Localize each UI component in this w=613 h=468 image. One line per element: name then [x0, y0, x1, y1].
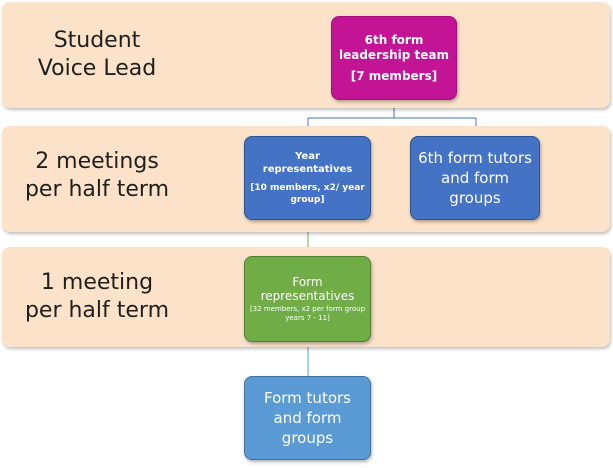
node-leadership-team[interactable]: 6th form leadership team [7 members] [331, 16, 457, 100]
node-note: [32 members, x2 per form group years 7 -… [249, 305, 366, 322]
band-label: 2 meetings per half term [2, 148, 192, 204]
band-label-line: 1 meeting [40, 270, 154, 295]
node-sixth-form-tutors[interactable]: 6th form tutors and form groups [410, 136, 540, 220]
node-title: 6th form leadership team [338, 32, 450, 62]
node-year-representatives[interactable]: Year representatives [10 members, x2/ ye… [244, 136, 371, 220]
node-form-tutors[interactable]: Form tutors and form groups [244, 376, 371, 460]
node-note: [7 members] [350, 68, 438, 83]
band-label-line: 2 meetings [35, 149, 159, 174]
node-note: [10 members, x2/ year group] [250, 183, 365, 205]
node-title: Form tutors and form groups [264, 389, 351, 447]
band-label-line: Voice Lead [37, 56, 157, 81]
band-student-voice-lead: Student Voice Lead [2, 2, 610, 108]
band-label: Student Voice Lead [2, 27, 192, 83]
band-label-line: per half term [24, 177, 170, 202]
node-form-representatives[interactable]: Form representatives [32 members, x2 per… [244, 256, 371, 342]
node-title: 6th form tutors and form groups [418, 149, 532, 207]
band-label-line: per half term [24, 298, 170, 323]
node-title: Year representatives [262, 151, 353, 175]
band-label: 1 meeting per half term [2, 269, 192, 325]
node-title: Form representatives [260, 275, 355, 303]
band-label-line: Student [53, 28, 141, 53]
